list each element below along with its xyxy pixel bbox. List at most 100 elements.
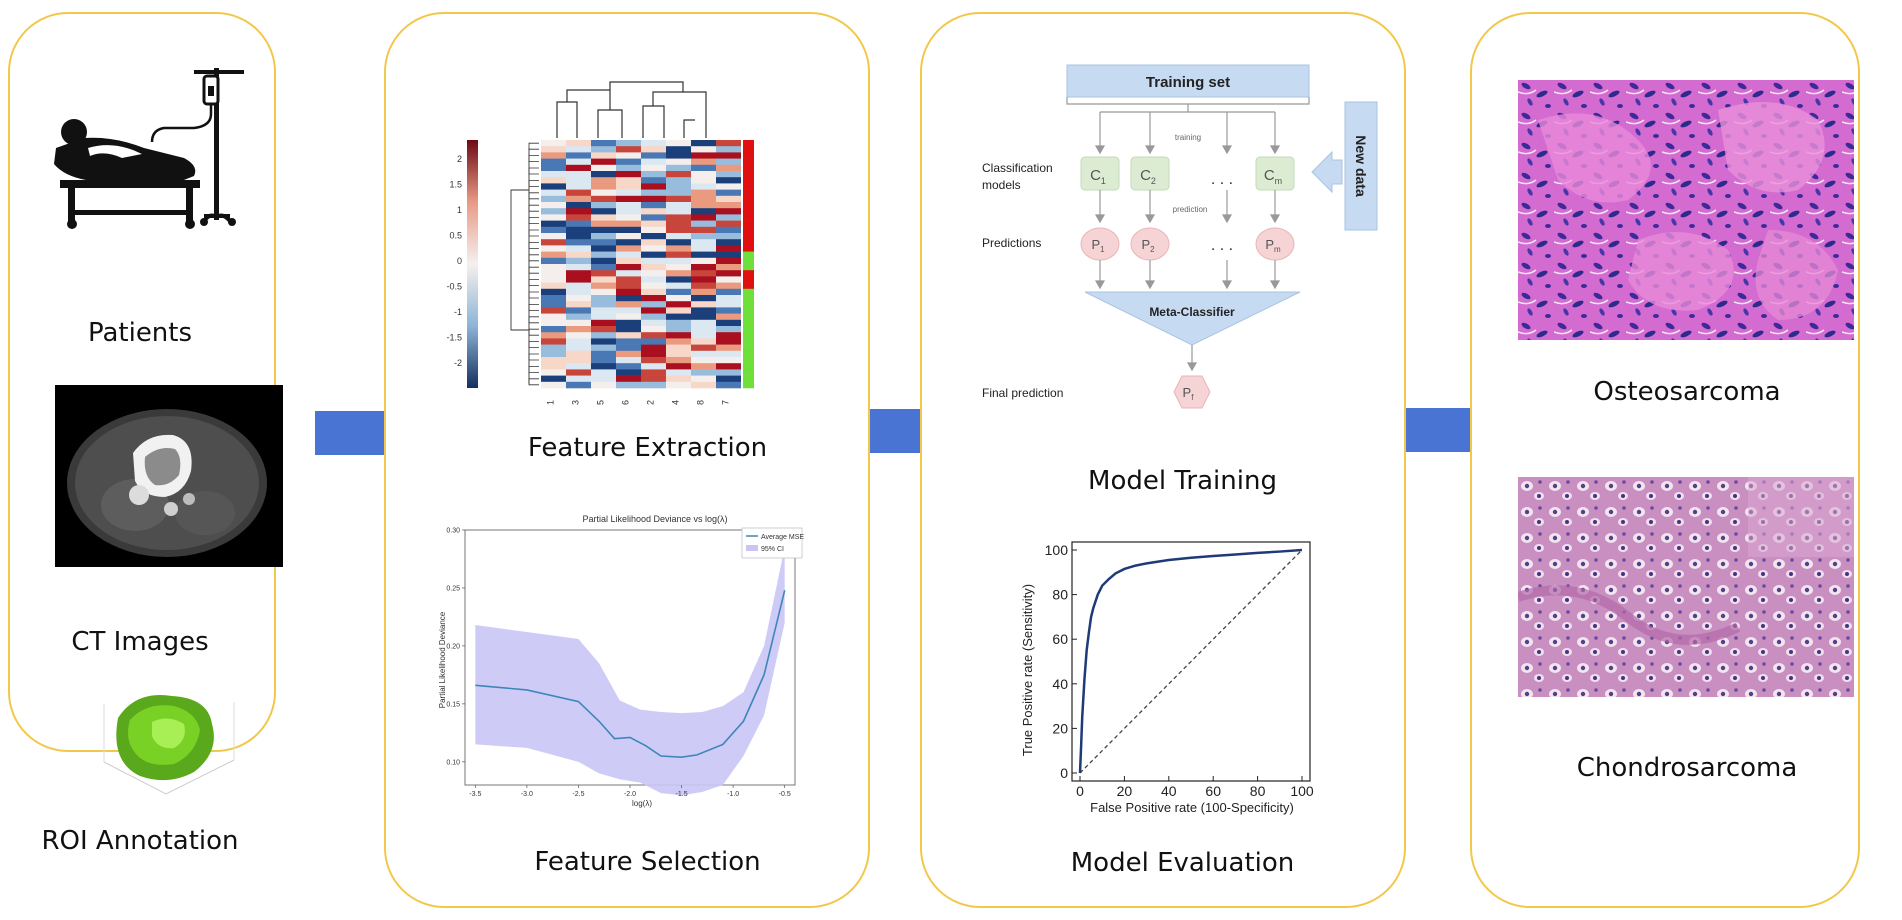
heatmap-cell [691, 189, 716, 197]
meta-classifier-label: Meta-Classifier [1149, 305, 1235, 319]
heatmap-group-cell [743, 344, 754, 352]
meta-classifier-box [1084, 291, 1301, 346]
heatmap-cell [541, 301, 566, 308]
heatmap-cell [566, 183, 591, 190]
deviance-ci-band [475, 547, 785, 796]
heatmap-cell [541, 375, 566, 383]
heatmap-cell [716, 295, 741, 302]
heatmap-cell [616, 276, 641, 283]
heatmap-cell [541, 171, 566, 178]
final-prediction-p: P [1183, 385, 1192, 400]
heatmap-group-cell [743, 332, 754, 339]
heatmap-cell [591, 177, 616, 184]
heatmap-cell [691, 326, 716, 333]
prediction-subscript: 1 [1100, 245, 1105, 254]
heatmap-row-dendrogram-branch [528, 242, 539, 249]
heatmap-cell [591, 189, 616, 197]
heatmap-cell [691, 195, 716, 203]
heatmap-row-dendrogram-branch [528, 378, 539, 386]
models-label: models [982, 178, 1021, 192]
heatmap-cell [666, 369, 691, 376]
heatmap-cell [716, 338, 741, 345]
heatmap-cell [666, 220, 691, 228]
heatmap-cell [641, 171, 666, 178]
heatmap-cell [641, 152, 666, 159]
heatmap-column-label: 6 [621, 400, 631, 405]
heatmap-cell [666, 171, 691, 178]
heatmap-cell [716, 350, 741, 358]
heatmap-cell [591, 381, 616, 389]
heatmap-cell [566, 332, 591, 339]
heatmap-cell [716, 270, 741, 277]
heatmap-group-cell [743, 375, 754, 383]
heatmap-cell [591, 344, 616, 352]
heatmap-cell [566, 288, 591, 296]
heatmap-cell [541, 288, 566, 296]
models-dots: . . . [1211, 171, 1233, 188]
heatmap-column-label: 7 [721, 400, 731, 405]
heatmap-cell [716, 226, 741, 234]
chondrosarcoma-histology-image [1518, 477, 1854, 697]
heatmap-row-dendrogram-branch [528, 142, 539, 150]
heatmap-cell [641, 338, 666, 345]
roc-y-tick-label: 20 [1052, 720, 1068, 736]
heatmap-cell [616, 152, 641, 159]
heatmap-cell [566, 313, 591, 321]
heatmap-cell [641, 357, 666, 364]
roc-y-tick-label: 60 [1052, 631, 1068, 647]
heatmap-group-cell [743, 251, 754, 259]
heatmap-cell [541, 295, 566, 302]
heatmap-cell [666, 214, 691, 221]
heatmap-cell [591, 301, 616, 308]
heatmap-cell [691, 171, 716, 178]
heatmap-cell [566, 257, 591, 265]
heatmap-cell [666, 233, 691, 240]
heatmap-row-dendrogram-branch [528, 291, 539, 299]
heatmap-cell [566, 357, 591, 364]
model-box-label: Cm [1264, 167, 1282, 186]
heatmap-cell [691, 369, 716, 376]
heatmap-row-dendrogram-branch [528, 341, 539, 348]
heatmap-group-cell [743, 239, 754, 246]
heatmap-cell [666, 189, 691, 197]
prediction-label-text: P2 [1141, 237, 1155, 254]
heatmap-cell [716, 357, 741, 364]
heatmap-cell [691, 319, 716, 327]
heatmap-cell [616, 177, 641, 184]
heatmap-cell [541, 226, 566, 234]
heatmap-group-cell [743, 245, 754, 252]
heatmap-cell [541, 369, 566, 376]
heatmap-cell [566, 239, 591, 246]
heatmap-cell [591, 226, 616, 234]
heatmap-cell [566, 164, 591, 172]
roc-x-tick-label: 100 [1290, 783, 1314, 799]
heatmap-cell [641, 251, 666, 259]
deviance-x-tick-label: -3.0 [521, 791, 533, 798]
heatmap-row-dendrogram-branch [528, 229, 539, 237]
heatmap-cell [716, 264, 741, 271]
model-box-subscript: m [1275, 176, 1283, 186]
deviance-x-tick-label: -3.5 [469, 791, 481, 798]
heatmap-cell [691, 183, 716, 190]
pred-dots: . . . [1211, 237, 1233, 254]
heatmap-cell [666, 307, 691, 314]
model-box-letter: C [1140, 167, 1151, 184]
heatmap-cell [641, 202, 666, 209]
heatmap-group-cell [743, 171, 754, 178]
heatmap-cell [616, 326, 641, 333]
label-patients: Patients [87, 318, 193, 348]
osteosarcoma-histology-image [1518, 80, 1854, 340]
heatmap-cell [641, 189, 666, 197]
heatmap-row-dendrogram-branch [528, 279, 539, 286]
heatmap-cell [691, 164, 716, 172]
heatmap-cell [666, 363, 691, 370]
heatmap-cell [716, 171, 741, 178]
heatmap-cell [691, 257, 716, 265]
heatmap-cell [666, 264, 691, 271]
heatmap-cell [716, 195, 741, 203]
heatmap-cell [716, 152, 741, 159]
heatmap-cell [591, 276, 616, 283]
label-osteosarcoma: Osteosarcoma [1593, 377, 1781, 407]
heatmap-group-cell [743, 276, 754, 283]
